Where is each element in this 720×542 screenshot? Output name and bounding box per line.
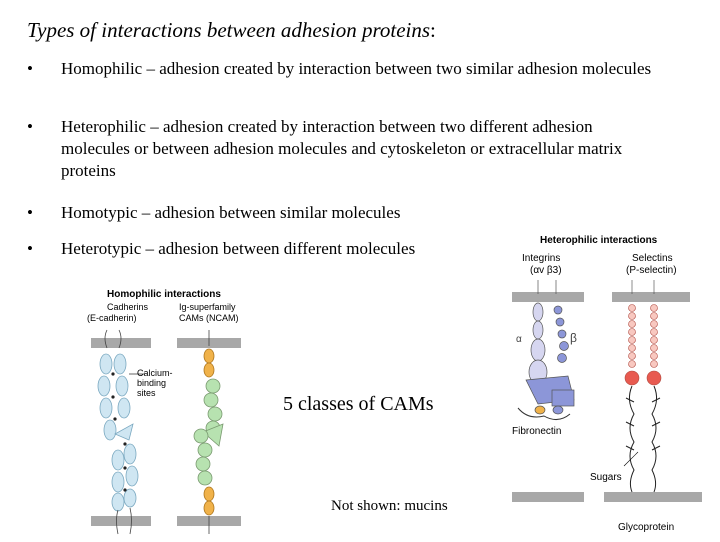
alpha-label: α: [516, 334, 522, 345]
lower-membrane-left: [91, 516, 151, 526]
upper-membrane-left: [91, 338, 151, 348]
integrins-label: Integrins: [522, 253, 560, 264]
calcium-label-1: Calcium-: [137, 368, 173, 378]
bullet-marker: •: [27, 117, 33, 136]
bullet-text: Heterotypic – adhesion between different…: [61, 239, 416, 258]
calcium-binding-sites-icon: [111, 372, 127, 492]
selectins-label: Selectins: [632, 253, 673, 264]
cam-classes-caption: 5 classes of CAMs: [283, 393, 434, 415]
beta-label: β: [570, 331, 577, 345]
integrin-upper-membrane: [512, 292, 584, 302]
bullet-text: Homophilic – adhesion created by interac…: [61, 59, 652, 78]
cadherins-label: Cadherins: [107, 302, 149, 312]
selectin-upper-membrane: [612, 292, 690, 302]
slide-title: Types of interactions between adhesion p…: [27, 18, 436, 43]
glycoprotein-label: Glycoprotein: [618, 522, 674, 533]
bullet-marker: •: [27, 203, 33, 222]
ig-superfamily-label: Ig-superfamily: [179, 302, 236, 312]
fibronectin-label: Fibronectin: [512, 426, 561, 437]
ncam-dimer-icon: [193, 330, 224, 534]
integrin-icon: [517, 280, 575, 420]
glycoprotein-icon: [625, 385, 661, 493]
sugars-pointer-line: [623, 451, 639, 467]
heterophilic-heading: Heterophilic interactions: [540, 235, 658, 246]
ig-superfamily-sublabel: CAMs (NCAM): [179, 313, 239, 323]
bullet-marker: •: [27, 59, 33, 78]
selectin-lower-membrane: [604, 492, 702, 502]
bullet-text: Heterophilic – adhesion created by inter…: [61, 117, 623, 180]
title-text: Types of interactions between adhesion p…: [27, 18, 431, 42]
bullet-text: Homotypic – adhesion between similar mol…: [61, 203, 401, 222]
calcium-label-3: sites: [137, 388, 156, 398]
integrin-lower-membrane: [512, 492, 584, 502]
mucins-note: Not shown: mucins: [331, 498, 448, 514]
heterophilic-figure: Heterophilic interactions Integrins (αv …: [512, 235, 702, 533]
homophilic-figure: Homophilic interactions Cadherins (E-cad…: [87, 289, 241, 535]
sugars-label: Sugars: [590, 472, 622, 483]
selectins-sublabel: (P-selectin): [626, 265, 677, 276]
selectin-icon: [624, 280, 662, 386]
integrins-sublabel: (αv β3): [530, 265, 562, 276]
homophilic-heading: Homophilic interactions: [107, 289, 221, 300]
calcium-label-2: binding: [137, 378, 166, 388]
cadherins-sublabel: (E-cadherin): [87, 313, 137, 323]
bullet-marker: •: [27, 239, 33, 258]
title-suffix: :: [430, 18, 436, 42]
cadherin-dimer-icon: [97, 329, 139, 535]
